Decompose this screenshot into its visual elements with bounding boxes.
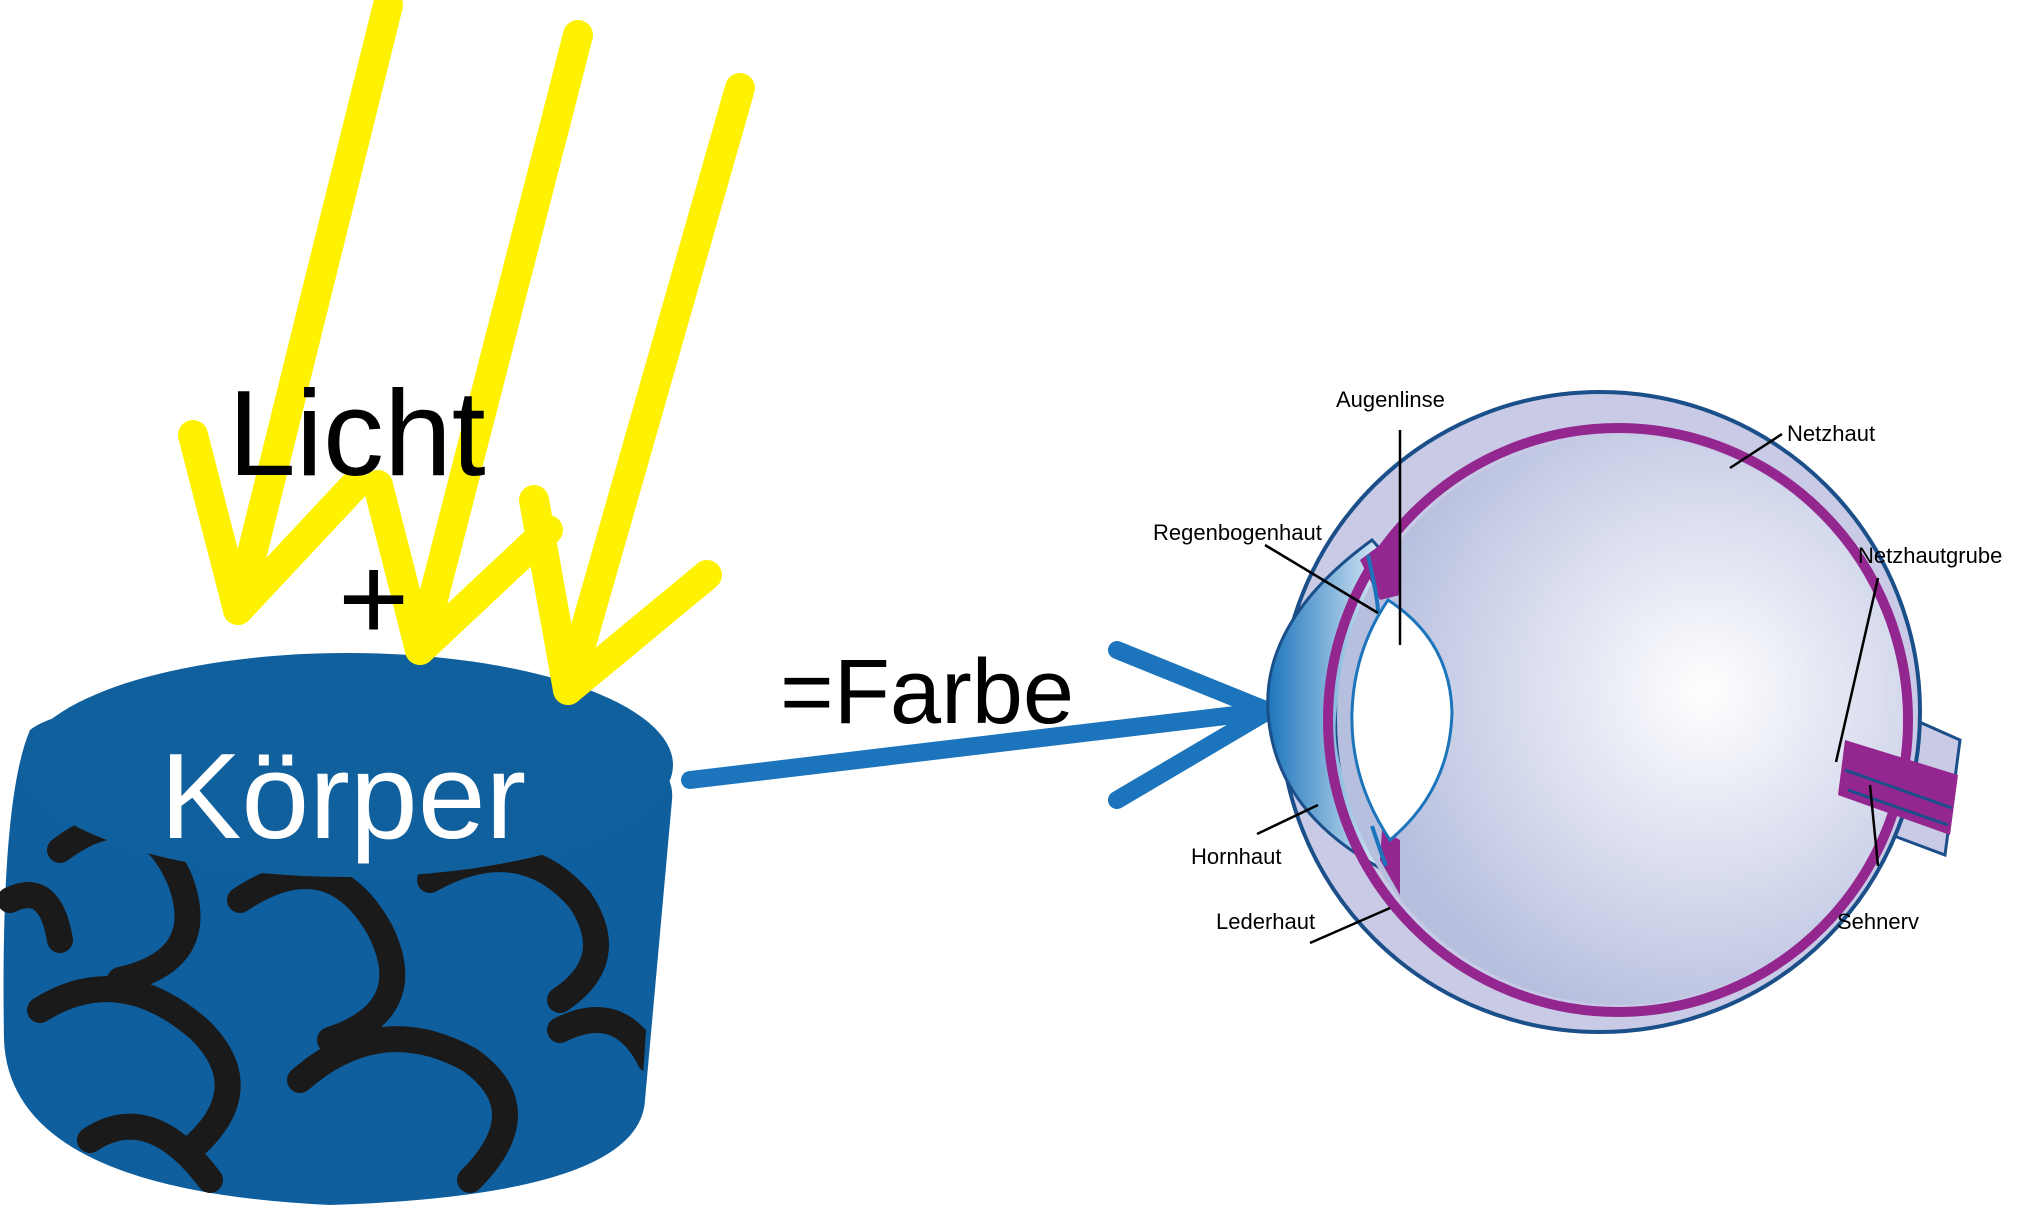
label-sehnerv: Sehnerv [1837, 909, 1919, 934]
leader-netzhaut [1729, 432, 1783, 470]
iris-top [1360, 530, 1400, 600]
cylinder-top [23, 653, 673, 877]
label-netzhautgrube: Netzhautgrube [1858, 543, 2002, 568]
light-ray-2 [363, 20, 593, 665]
leader-lederhaut [1309, 906, 1391, 945]
lens [1350, 597, 1454, 843]
cylinder-swirl-pattern [0, 813, 662, 1193]
arrow-shaft [681, 702, 1277, 789]
label-hornhaut: Hornhaut [1191, 844, 1282, 869]
light-ray-1 [178, 0, 403, 625]
leader-netzhautgrube [1834, 577, 1880, 763]
leader-hornhaut [1256, 803, 1319, 836]
light-ray-3 [519, 73, 755, 705]
optic-nerve-line [1844, 768, 1953, 810]
label-netzhaut: Netzhaut [1787, 421, 1875, 446]
licht-label: Licht [228, 365, 486, 501]
koerper-label: Körper [160, 728, 526, 864]
ciliary-body [1366, 554, 1388, 867]
optic-nerve-line-2 [1847, 788, 1949, 827]
leader-sehnerv [1868, 784, 1880, 867]
iris-bottom [1380, 830, 1400, 895]
eye-cross-section [1266, 390, 1962, 1034]
eye-leader-lines [1256, 430, 1880, 945]
retina [1323, 423, 1913, 1017]
label-lederhaut: Lederhaut [1216, 909, 1315, 934]
farbe-label: =Farbe [780, 641, 1074, 743]
leader-regenbogenhaut [1264, 543, 1379, 615]
plus-sign: + [338, 530, 409, 666]
light-rays [178, 0, 755, 705]
label-regenbogenhaut: Regenbogenhaut [1153, 520, 1322, 545]
label-augenlinse: Augenlinse [1336, 387, 1445, 412]
vitreous-body [1337, 435, 1903, 1005]
body-cylinder [0, 653, 673, 1205]
